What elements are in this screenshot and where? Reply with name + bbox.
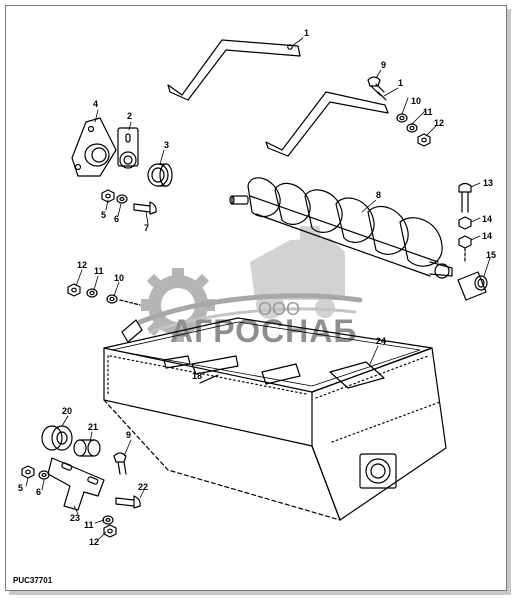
callout-10b: 10: [114, 273, 124, 283]
callout-8: 8: [376, 190, 381, 200]
lock-washer-11-left: [86, 288, 98, 298]
washer-10-upper: [396, 113, 408, 123]
nut-14-lower: [458, 235, 472, 249]
support-bracket-upper: [167, 39, 301, 101]
nut-12-left: [67, 283, 81, 297]
callout-18: 18: [192, 371, 202, 381]
nut-14-upper: [458, 216, 472, 230]
callout-13: 13: [483, 178, 493, 188]
callout-1a: 1: [304, 28, 309, 38]
callout-6a: 6: [114, 214, 119, 224]
diagram-frame: [5, 5, 507, 591]
callout-9a: 9: [381, 60, 386, 70]
callout-14a: 14: [482, 214, 492, 224]
spacer-21: [73, 439, 101, 457]
nut-5-lower: [21, 465, 35, 479]
callout-5b: 5: [18, 483, 23, 493]
lock-washer-6-lower: [38, 470, 50, 480]
callout-4: 4: [93, 99, 98, 109]
washer-10-left: [106, 294, 118, 304]
watermark-line1: ООО: [258, 299, 300, 319]
grain-tank-body: [103, 317, 447, 521]
bolt-13: [458, 182, 472, 213]
callout-21: 21: [88, 422, 98, 432]
watermark-harvester-icon: [250, 226, 345, 319]
lock-washer-6-upper: [116, 194, 128, 204]
support-bracket-lower: [265, 91, 389, 157]
callout-7: 7: [144, 223, 149, 233]
callout-1b: 1: [398, 78, 403, 88]
auger-assembly: [229, 177, 453, 279]
locking-collar: [147, 163, 173, 187]
assembly-line-left: [119, 299, 141, 306]
callout-2: 2: [127, 111, 132, 121]
callout-labels: 1 1 2 3 4 5 6 7 8 9 10 11 12 13 14 14 15…: [18, 28, 496, 547]
carriage-bolt-7: [133, 201, 157, 215]
end-bushing: [457, 271, 488, 301]
carriage-bolt-lower: [113, 452, 127, 475]
callout-20: 20: [62, 406, 72, 416]
leader-18: [199, 374, 219, 384]
callout-3: 3: [164, 140, 169, 150]
nut-5-upper: [101, 189, 115, 203]
lock-washer-11-lower: [102, 515, 114, 525]
callout-14b: 14: [482, 231, 492, 241]
agrosnab-watermark: ООО АГРОСНАБ: [137, 226, 363, 349]
callout-5a: 5: [101, 210, 106, 220]
bearing-insert: [117, 127, 139, 169]
callout-11c: 11: [84, 520, 94, 530]
callout-12c: 12: [89, 537, 99, 547]
figure-code: PUC37701: [13, 576, 53, 585]
callout-6b: 6: [36, 487, 41, 497]
callout-12b: 12: [77, 260, 87, 270]
callout-24: 24: [376, 336, 386, 346]
nut-12-upper: [417, 133, 431, 147]
bearing-flange: [71, 117, 117, 177]
callout-9b: 9: [126, 430, 131, 440]
nut-12-lower: [103, 524, 117, 538]
lock-washer-11-upper: [406, 123, 418, 133]
leader-lines: [25, 37, 491, 541]
carriage-bolt-upper: [367, 76, 387, 101]
callout-11a: 11: [423, 107, 433, 117]
idler-pulley: [41, 425, 73, 451]
callout-15: 15: [486, 250, 496, 260]
callout-10a: 10: [411, 96, 421, 106]
tensioner-bracket: [47, 457, 105, 511]
carriage-bolt-22: [115, 495, 141, 509]
callout-22: 22: [138, 482, 148, 492]
callout-23: 23: [70, 513, 80, 523]
callout-11b: 11: [94, 266, 104, 276]
callout-12a: 12: [434, 118, 444, 128]
